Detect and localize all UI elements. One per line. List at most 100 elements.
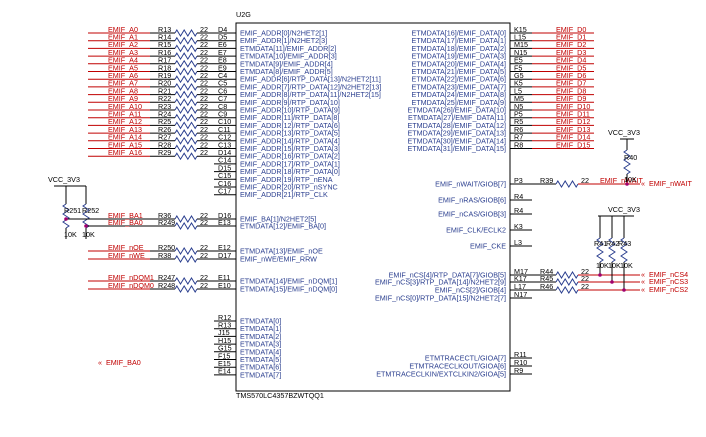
resistor-symbol — [174, 29, 198, 37]
resistor-symbol — [555, 286, 579, 294]
resistor-symbol — [555, 180, 579, 188]
resistor-ref: R38 — [158, 251, 171, 260]
pin-signal: ETMDATA[26]/EMIF_DATA[10] — [407, 106, 506, 115]
net-label: EMIF_D0 — [556, 25, 586, 34]
net-label: EMIF_D6 — [556, 71, 586, 80]
pin-signal: ETMDATA[4] — [240, 347, 281, 356]
net-label: EMIF_D1 — [556, 33, 586, 42]
pin-number: C10 — [218, 117, 231, 126]
net-label: EMIF_A7 — [108, 79, 138, 88]
pin-number: R8 — [514, 140, 523, 149]
pullup-ref: R251 — [64, 206, 81, 215]
pin-signal: ETMDATA[18]/EMIF_DATA[2] — [411, 44, 506, 53]
pin-number: C5 — [218, 79, 227, 88]
resistor-ref: R39 — [540, 176, 553, 185]
pin-number: H15 — [218, 336, 231, 345]
pin-signal: EMIF_ADDR[0]/N2HET2[1] — [240, 29, 327, 38]
pin-number: R9 — [514, 366, 523, 375]
power-label: VCC_3V3 — [608, 205, 640, 214]
resistor-ref: R36 — [158, 211, 171, 220]
resistor-ref: R19 — [158, 71, 171, 80]
resistor-symbol — [174, 52, 198, 61]
resistor-value: 22 — [200, 133, 208, 142]
pin-number: R7 — [514, 133, 523, 142]
junction-dot — [610, 280, 614, 284]
offpage-label: EMIF_BA0 — [106, 358, 141, 367]
resistor-ref: R20 — [158, 79, 171, 88]
resistor-ref: R24 — [158, 110, 171, 119]
resistor-symbol — [174, 285, 198, 293]
pin-number: N15 — [514, 48, 527, 57]
power-label: VCC_3V3 — [48, 175, 80, 184]
pin-signal: ETMDATA[7] — [240, 370, 281, 379]
net-label: EMIF_A1 — [108, 33, 138, 42]
pin-number: J15 — [218, 328, 230, 337]
pullup-value: 10K — [82, 230, 95, 239]
resistor-symbol — [174, 247, 198, 255]
resistor-value: 22 — [200, 33, 208, 42]
resistor-ref: R21 — [158, 86, 171, 95]
pullup-ref: R40 — [624, 153, 637, 162]
net-label: EMIF_D15 — [556, 140, 590, 149]
net-label: EMIF_nWE — [108, 251, 145, 260]
pin-number: R11 — [514, 350, 527, 359]
pin-signal: EMIF_ADDR[20]/RTP_nSYNC — [240, 183, 338, 192]
resistor-value: 22 — [200, 218, 208, 227]
pin-number: C8 — [218, 102, 227, 111]
pin-signal: EMIF_nWE/EMIF_RRW — [240, 255, 317, 264]
pin-signal: ETMTRACECLKOUT/GIOA[6] — [409, 362, 506, 371]
pin-signal: ETMDATA[5] — [240, 355, 281, 364]
pin-number: E15 — [218, 359, 231, 368]
resistor-symbol — [174, 59, 198, 68]
pullup-resistor — [82, 203, 90, 229]
pullup-value: 10K — [64, 230, 77, 239]
net-label: EMIF_nWAIT — [600, 176, 643, 185]
pin-signal: ETMDATA[23]/EMIF_DATA[7] — [411, 82, 506, 91]
pin-signal: ETMDATA[27]/EMIF_DATA[11] — [408, 113, 506, 122]
resistor-ref: R22 — [158, 94, 171, 103]
pullup-resistor — [62, 203, 70, 229]
pin-signal: ETMDATA[20]/EMIF_DATA[4] — [411, 59, 506, 68]
resistor-symbol — [174, 67, 198, 76]
junction-dot — [84, 224, 88, 228]
resistor-value: 22 — [200, 63, 208, 72]
resistor-value: 22 — [200, 117, 208, 126]
offpage-arrow: « — [98, 358, 102, 367]
resistor-value: 22 — [200, 71, 208, 80]
pin-signal: EMIF_ADDR[18]/RTP_DATA[0] — [240, 167, 340, 176]
pin-number: C13 — [218, 140, 231, 149]
pullup-value: 10K — [620, 261, 633, 270]
resistor-value: 22 — [200, 251, 208, 260]
pin-number: E7 — [218, 48, 227, 57]
pin-number: L15 — [514, 33, 526, 42]
net-label: EMIF_nOE — [108, 243, 144, 252]
pin-number: N5 — [514, 102, 523, 111]
resistor-ref: R16 — [158, 48, 171, 57]
pin-number: E9 — [218, 63, 227, 72]
pin-signal: ETMDATA[11]/EMIF_ADDR[2] — [240, 44, 336, 53]
part-name: TMS570LC4357BZWTQQ1 — [236, 391, 324, 400]
pin-number: F15 — [218, 351, 230, 360]
pin-signal: ETMDATA[1] — [240, 324, 281, 333]
pin-signal: EMIF_CKE — [470, 242, 506, 251]
pin-signal: ETMDATA[8]/EMIF_ADDR[5] — [240, 67, 333, 76]
pin-signal: EMIF_ADDR[16]/RTP_DATA[2] — [240, 152, 340, 161]
pin-signal: ETMDATA[19]/EMIF_DATA[3] — [411, 52, 506, 61]
pin-number: G15 — [218, 344, 232, 353]
net-label: EMIF_A9 — [108, 94, 138, 103]
resistor-symbol — [174, 136, 198, 145]
resistor-symbol — [174, 255, 198, 263]
pin-signal: ETMDATA[15]/EMIF_nDQM[0] — [240, 285, 337, 294]
pin-signal: ETMDATA[17]/EMIF_DATA[1] — [411, 36, 506, 45]
pin-number: G5 — [514, 71, 524, 80]
pin-signal: EMIF_nCS[3]/RTP_DATA[14]/N2HET2[9] — [375, 278, 506, 287]
net-label: EMIF_D13 — [556, 125, 590, 134]
resistor-value: 22 — [200, 86, 208, 95]
net-port: EMIF_nCS4 — [649, 270, 688, 279]
pin-number: E5 — [514, 56, 523, 65]
net-label: EMIF_A8 — [108, 86, 138, 95]
net-label: EMIF_A6 — [108, 71, 138, 80]
pin-signal: ETMDATA[6] — [240, 363, 281, 372]
resistor-symbol — [174, 113, 198, 122]
pin-number: L17 — [514, 282, 526, 291]
